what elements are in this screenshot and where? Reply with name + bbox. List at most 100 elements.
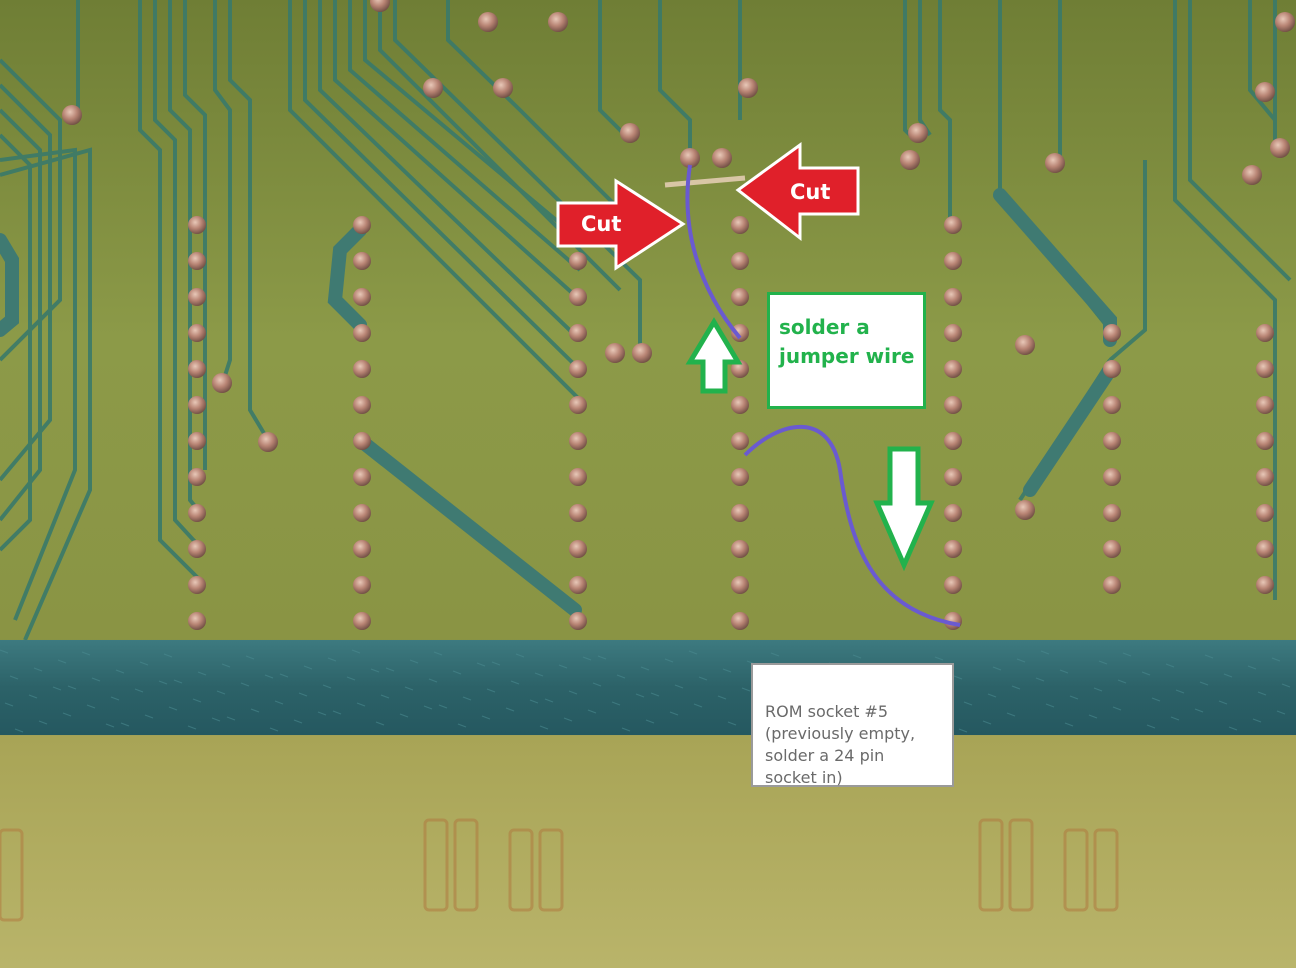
texture-mark xyxy=(616,674,626,679)
texture-mark xyxy=(693,703,703,708)
texture-mark xyxy=(192,698,202,703)
texture-mark xyxy=(462,696,472,701)
texture-mark xyxy=(226,716,236,721)
texture-mark xyxy=(1257,691,1267,696)
solder-pad xyxy=(1103,540,1121,558)
texture-mark xyxy=(423,705,433,710)
solder-pad xyxy=(569,576,587,594)
texture-mark xyxy=(645,719,655,724)
solder-pad xyxy=(1103,468,1121,486)
solder-pad xyxy=(212,373,232,393)
texture-mark xyxy=(0,649,9,654)
solder-pad xyxy=(900,150,920,170)
texture-mark xyxy=(211,717,221,722)
texture-mark xyxy=(1093,687,1103,692)
texture-mark xyxy=(963,701,973,706)
solder-pad xyxy=(1275,12,1295,32)
texture-mark xyxy=(173,679,183,684)
texture-mark xyxy=(727,721,737,726)
texture-mark xyxy=(1006,712,1016,717)
solder-pad xyxy=(731,540,749,558)
texture-mark xyxy=(534,672,544,677)
texture-mark xyxy=(1064,722,1074,727)
solder-pad xyxy=(944,504,962,522)
solder-pad xyxy=(353,396,371,414)
texture-mark xyxy=(1194,708,1204,713)
solder-pad xyxy=(353,324,371,342)
texture-mark xyxy=(582,656,592,661)
cut-mark xyxy=(664,175,746,188)
solder-pad xyxy=(569,468,587,486)
solder-pad xyxy=(1270,138,1290,158)
texture-mark xyxy=(539,725,549,730)
texture-mark xyxy=(52,686,62,691)
solder-pad xyxy=(188,612,206,630)
texture-mark xyxy=(1011,685,1021,690)
texture-mark xyxy=(741,687,751,692)
solder-pad xyxy=(731,216,749,234)
texture-mark xyxy=(1069,695,1079,700)
solder-pad xyxy=(944,360,962,378)
solder-pad xyxy=(1015,335,1035,355)
texture-mark xyxy=(322,684,332,689)
texture-mark xyxy=(158,680,168,685)
texture-mark xyxy=(1218,700,1228,705)
rom-socket-note-text: ROM socket #5 (previously empty, solder … xyxy=(765,702,916,787)
texture-mark xyxy=(1117,679,1127,684)
solder-pad xyxy=(188,288,206,306)
texture-mark xyxy=(558,664,568,669)
texture-mark xyxy=(1199,681,1209,686)
solder-pad xyxy=(569,540,587,558)
jumper-wire-long xyxy=(743,424,961,627)
ground-traces xyxy=(0,188,1117,617)
solder-pad xyxy=(353,288,371,306)
texture-mark xyxy=(664,658,674,663)
texture-mark xyxy=(332,710,342,715)
texture-mark xyxy=(298,692,308,697)
solder-pad xyxy=(605,343,625,363)
texture-mark xyxy=(992,666,1002,671)
solder-pad xyxy=(62,105,82,125)
solder-pad xyxy=(731,576,749,594)
texture-mark xyxy=(317,711,327,716)
solder-pad xyxy=(188,576,206,594)
solder-pad xyxy=(569,288,587,306)
texture-mark xyxy=(385,667,395,672)
solder-pad-columns xyxy=(62,0,1295,630)
texture-mark xyxy=(1098,660,1108,665)
texture-mark xyxy=(245,655,255,660)
solder-pad xyxy=(731,468,749,486)
texture-mark xyxy=(28,694,38,699)
solder-pad xyxy=(353,576,371,594)
texture-mark xyxy=(770,652,780,657)
texture-mark xyxy=(250,708,260,713)
solder-pad xyxy=(1242,165,1262,185)
solder-pad xyxy=(1256,540,1274,558)
solder-pad xyxy=(1256,324,1274,342)
texture-mark xyxy=(688,650,698,655)
solder-pad xyxy=(353,540,371,558)
solder-pad xyxy=(569,504,587,522)
solder-pad xyxy=(1256,432,1274,450)
solder-pad xyxy=(731,432,749,450)
solder-pad xyxy=(1256,396,1274,414)
texture-mark xyxy=(1016,658,1026,663)
solder-pad xyxy=(632,343,652,363)
texture-mark xyxy=(934,656,944,661)
texture-mark xyxy=(197,671,207,676)
texture-mark xyxy=(515,653,525,658)
solder-pad xyxy=(1256,468,1274,486)
texture-mark xyxy=(163,653,173,658)
solder-pad xyxy=(712,148,732,168)
solder-pad xyxy=(353,504,371,522)
solder-pad xyxy=(731,252,749,270)
texture-mark xyxy=(139,661,149,666)
solder-pad xyxy=(569,396,587,414)
texture-mark xyxy=(674,684,684,689)
solder-pad xyxy=(188,540,206,558)
silkscreen-marks xyxy=(0,818,1119,922)
solder-pad xyxy=(188,216,206,234)
texture-mark xyxy=(346,676,356,681)
texture-mark xyxy=(510,680,520,685)
texture-mark xyxy=(375,721,385,726)
